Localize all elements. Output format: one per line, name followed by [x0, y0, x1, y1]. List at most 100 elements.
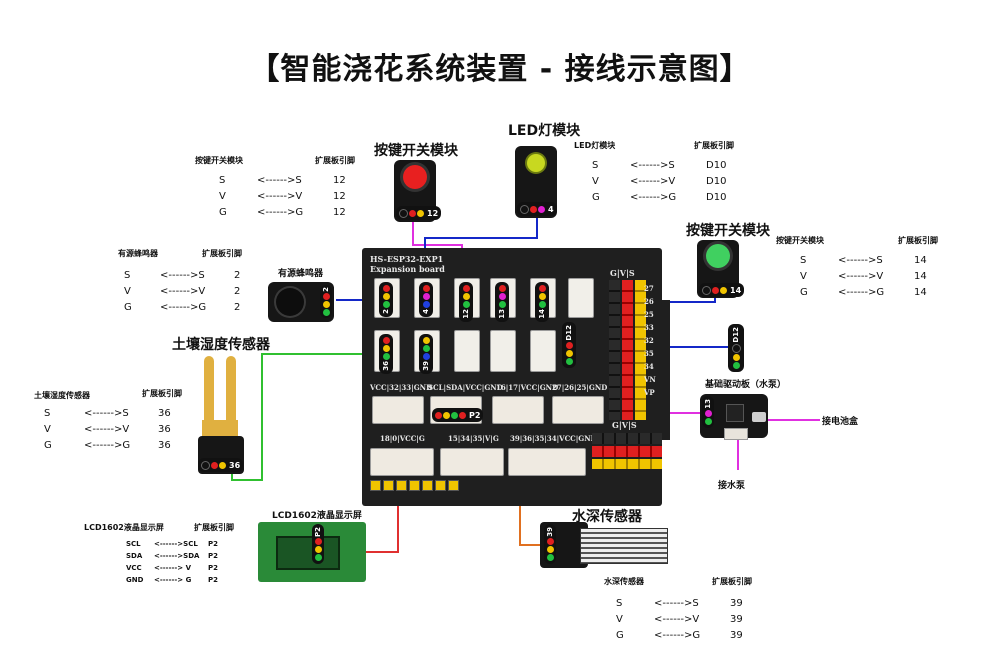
wire-color-dot — [399, 208, 408, 218]
board-name: HS-ESP32-EXP1 — [370, 254, 444, 264]
pump-board-title: 基础驱动板（水泵） — [705, 380, 787, 390]
table-cell: D10 — [706, 176, 727, 187]
wire-color-dot — [720, 286, 727, 294]
table-cell: 39 — [730, 614, 743, 625]
button-right-module: 14 — [697, 240, 745, 298]
wire-color-dot — [459, 411, 466, 419]
wire-color-dot — [382, 337, 390, 344]
lcd-title: LCD1602液晶显示屏 — [272, 511, 362, 521]
right-pin-26: 26 — [644, 297, 654, 306]
pin-number-label: 2 — [382, 309, 390, 314]
header-pin — [396, 480, 407, 491]
table-cell: <------>S — [160, 270, 205, 281]
wire-color-dot — [382, 301, 390, 308]
right-pin-25: 25 — [644, 310, 654, 319]
table-cell: D10 — [706, 192, 727, 203]
table-cell: <------>G — [630, 192, 677, 203]
gvs-label-bottom: G|V|S — [612, 420, 637, 430]
table-header: 扩展板引脚 — [142, 389, 182, 398]
battery-port-icon[interactable] — [752, 412, 766, 422]
soil-sensor: 36 — [198, 356, 244, 474]
soil-probe-right-icon — [226, 356, 236, 436]
pin-number-label: 36 — [382, 361, 390, 371]
socket-row2-3 — [454, 330, 480, 372]
header-pin — [409, 480, 420, 491]
header-pin — [435, 480, 446, 491]
buzzer-module: 2 — [268, 282, 334, 322]
driver-chip-icon — [726, 404, 744, 422]
table-cell: D10 — [706, 160, 727, 171]
table-cell: GND — [126, 576, 144, 584]
wire-color-dot — [704, 417, 712, 425]
red-button-icon[interactable] — [403, 165, 427, 189]
table-cell: 39 — [730, 598, 743, 609]
board-label-p5: 18|0|VCC|G — [380, 434, 425, 443]
table-cell: V — [592, 176, 599, 187]
wire-color-dot — [731, 343, 741, 353]
table-cell: 36 — [158, 408, 171, 419]
wire-color-dot — [565, 341, 573, 349]
wire-color-dot — [435, 411, 442, 419]
socket-row2-4 — [490, 330, 516, 372]
wire-color-dot — [546, 553, 554, 561]
table-header: LCD1602液晶显示屏 — [84, 523, 164, 532]
table-cell: S — [219, 175, 226, 186]
d12-module: D12 — [728, 324, 744, 372]
led-bulb-icon — [527, 154, 545, 172]
board-plug-39: 39 — [419, 334, 433, 374]
board-plug-13: 13 — [495, 282, 509, 322]
wire-color-dot — [322, 292, 330, 300]
table-cell: 14 — [914, 271, 927, 282]
wire-color-dot — [712, 286, 719, 294]
lcd-screen-icon — [276, 536, 340, 570]
pin-number-label: 36 — [229, 460, 241, 470]
right-pin-34: 34 — [644, 362, 654, 371]
page-title: 【智能浇花系统装置 - 接线示意图】 — [249, 52, 751, 87]
pin-number-label: 12 — [462, 309, 470, 319]
table-cell: 2 — [234, 302, 241, 313]
table-cell: S — [592, 160, 599, 171]
table-cell: <------>S — [838, 255, 883, 266]
soil-title: 土壤湿度传感器 — [172, 337, 270, 353]
wire-color-dot — [314, 546, 322, 554]
wire-color-dot — [422, 337, 430, 344]
board-plug-14: 14 — [535, 282, 549, 322]
wire-color-dot — [702, 285, 711, 295]
table-header: 扩展板引脚 — [194, 523, 234, 532]
table-header: 水深传感器 — [604, 577, 644, 586]
table-cell: G — [124, 302, 132, 313]
wire-color-dot — [732, 361, 740, 369]
wire-color-dot — [382, 285, 390, 292]
socket-p4 — [552, 396, 604, 424]
right-pin-35: 35 — [644, 349, 654, 358]
header-pin — [383, 480, 394, 491]
green-button-icon[interactable] — [706, 244, 730, 268]
pin-number-label: 4 — [548, 204, 554, 214]
lcd-plug: P2 — [312, 524, 324, 565]
pump-board-plug: 13 — [702, 396, 714, 428]
gvs-header-bottom — [592, 433, 662, 469]
wire-color-dot — [462, 285, 470, 292]
table-header: LED灯模块 — [574, 141, 616, 150]
right-pin-vp: VP — [644, 388, 655, 397]
table-cell: G — [592, 192, 600, 203]
table-cell: 12 — [333, 175, 346, 186]
pin-number-label: 2 — [322, 287, 330, 292]
wire-color-dot — [409, 209, 416, 217]
button-top-plug: 12 — [396, 206, 442, 220]
table-cell: V — [124, 286, 131, 297]
table-cell: 12 — [333, 191, 346, 202]
table-cell: <------>G — [257, 207, 304, 218]
board-plug-d12: D12 — [562, 322, 576, 368]
buzzer-title: 有源蜂鸣器 — [278, 269, 324, 279]
wire-color-dot — [565, 357, 573, 365]
pin-number-label: 12 — [427, 208, 439, 218]
wire-color-dot — [538, 293, 546, 300]
pump-port-icon[interactable] — [724, 428, 748, 440]
table-cell: <------>V — [257, 191, 303, 202]
table-cell: S — [800, 255, 807, 266]
table-cell: <------>G — [654, 630, 701, 641]
